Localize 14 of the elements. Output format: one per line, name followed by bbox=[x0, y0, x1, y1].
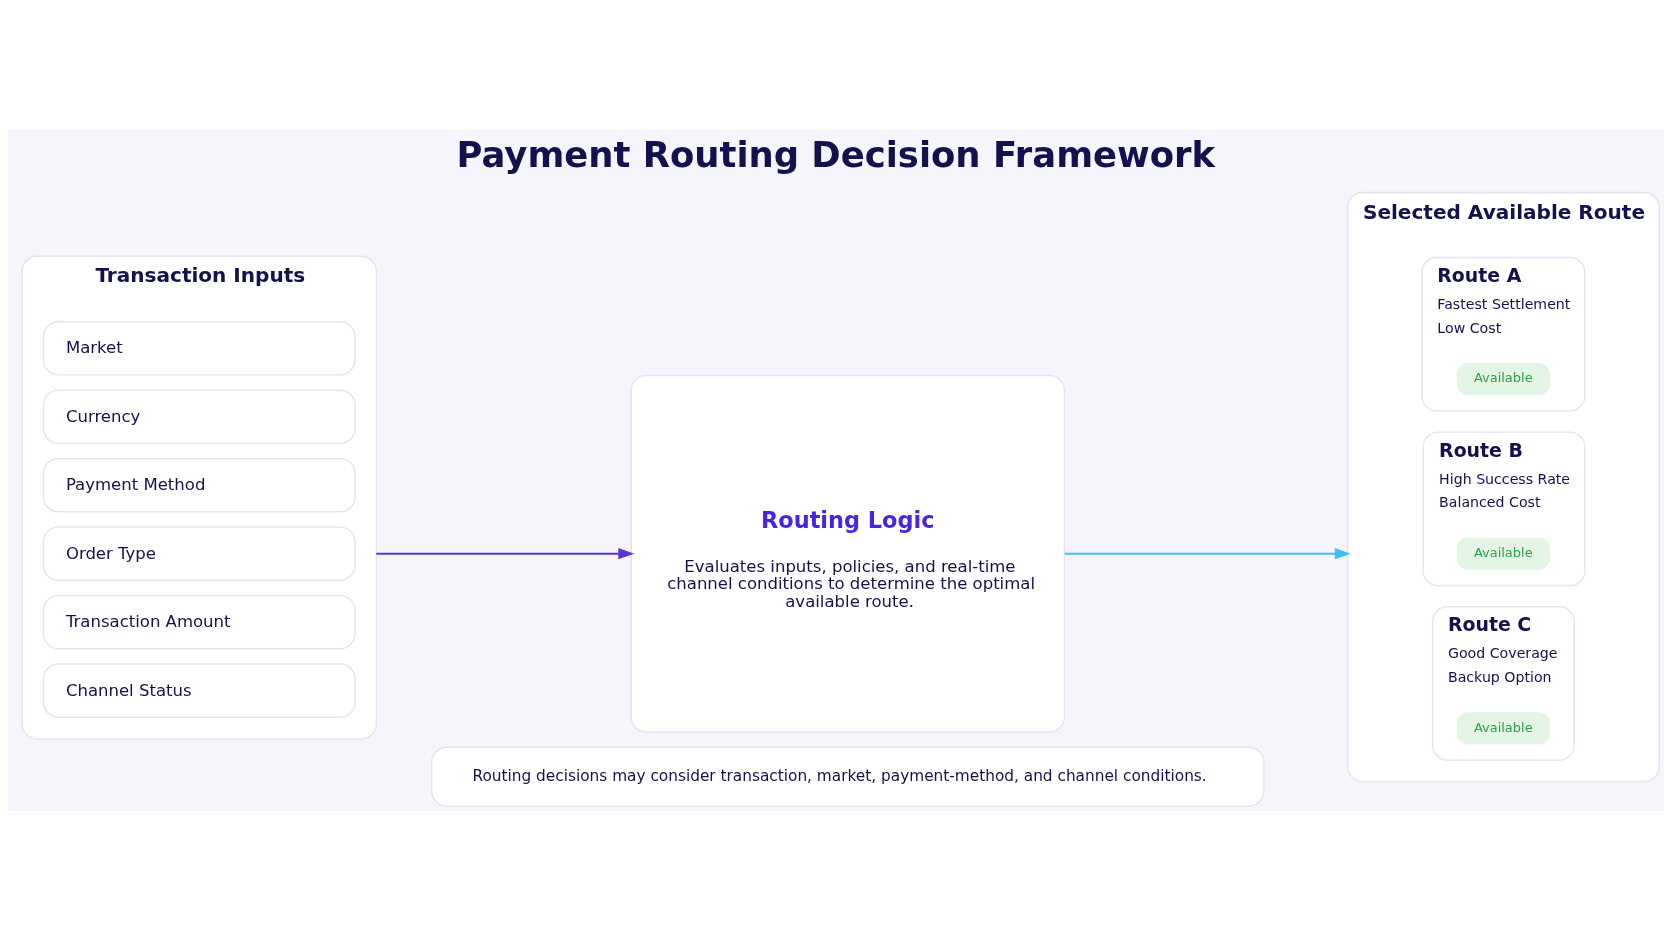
node-box: Transaction Amount bbox=[42, 594, 356, 650]
node-box: Available bbox=[1456, 712, 1551, 745]
diagram-title: Payment Routing Decision Framework bbox=[456, 133, 1216, 175]
node-box: Market bbox=[42, 321, 356, 376]
node-box: Order Type bbox=[42, 526, 356, 581]
node-box: Channel Status bbox=[42, 663, 356, 718]
arrow bbox=[376, 548, 635, 560]
node-box: Routing decisions may consider transaction, market, payment-method, and channel conditions. bbox=[431, 746, 1265, 807]
node-box: Currency bbox=[42, 389, 356, 445]
node-box: Routing Logic Evaluates inputs, policies, and real-time channel conditions to determine the optimal available route. bbox=[630, 374, 1066, 733]
arrow bbox=[1064, 548, 1351, 560]
node-box: Available bbox=[1456, 537, 1551, 570]
node-box: Payment Method bbox=[42, 458, 356, 513]
node-box: Available bbox=[1456, 363, 1551, 396]
